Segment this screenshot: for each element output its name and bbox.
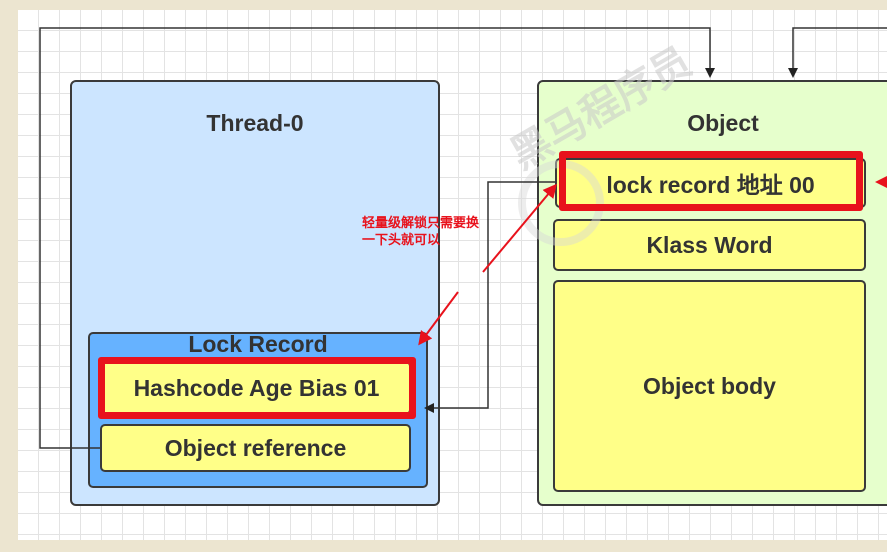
thread-title: Thread-0: [206, 110, 304, 136]
object-reference-connector: [39, 27, 715, 449]
object-body-field: Object body: [553, 280, 866, 492]
annotation-arrow-down: [418, 291, 459, 346]
object-title: Object: [687, 110, 759, 136]
annotation-arrow-up: [482, 183, 557, 273]
mark-word-to-lock-record-connector: [424, 181, 555, 413]
external-connector: [788, 27, 887, 78]
annotation-line-1: 轻量级解锁只需要换: [362, 215, 480, 230]
lock-record-title: Lock Record: [188, 331, 328, 357]
mark-word-highlight: [559, 151, 863, 211]
annotation-line-2: 一下头就可以: [362, 232, 441, 247]
klass-word-field: Klass Word: [553, 219, 866, 271]
hashcode-field: Hashcode Age Bias 01: [102, 361, 411, 415]
hashcode-highlight: [98, 357, 416, 419]
mark-word-field: lock record 地址 00: [555, 158, 866, 208]
connector-lines: [39, 27, 887, 449]
annotation-note: 轻量级解锁只需要换 一下头就可以: [362, 214, 522, 248]
diagram-canvas: Thread-0 Lock Record Hashcode Age Bias 0…: [18, 10, 887, 540]
object-reference-field: Object reference: [100, 424, 411, 472]
